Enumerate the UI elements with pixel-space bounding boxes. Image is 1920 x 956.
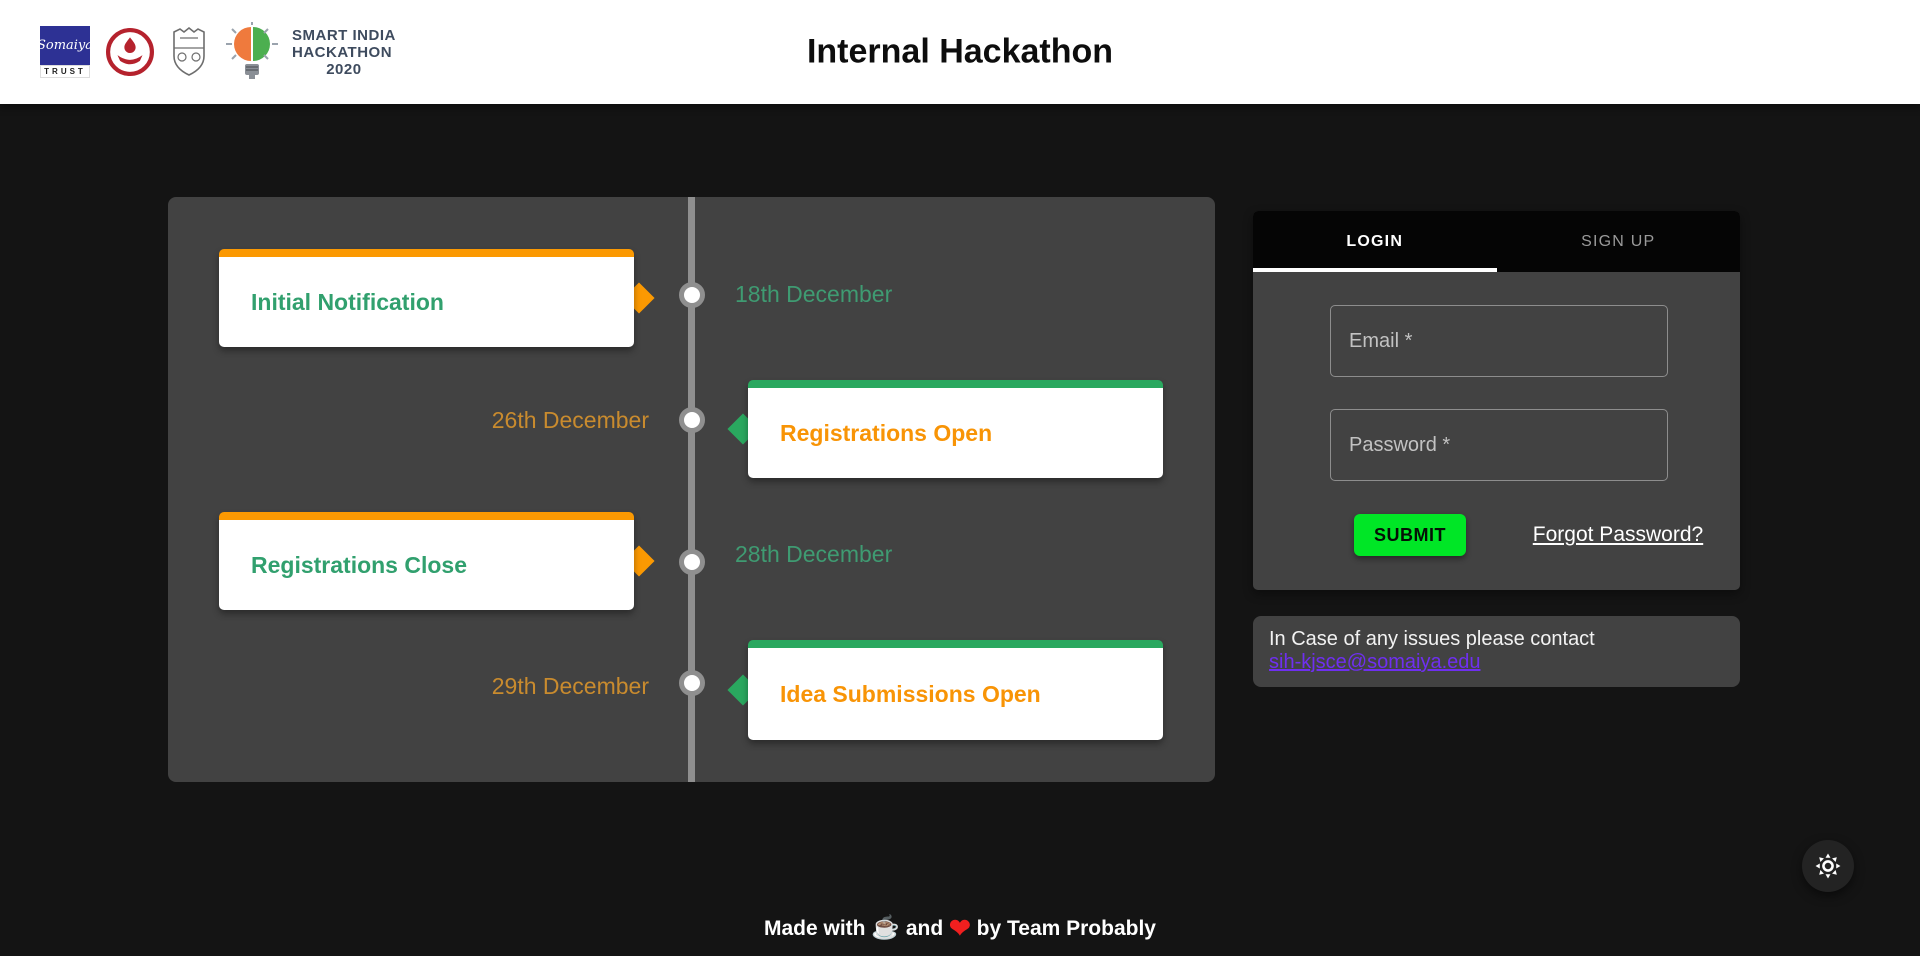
timeline-card-idea-submissions-open: Idea Submissions Open [748, 640, 1163, 740]
timeline-event-date: 18th December [735, 281, 893, 307]
active-tab-indicator [1253, 268, 1497, 272]
email-field[interactable] [1330, 305, 1668, 377]
password-field[interactable] [1330, 409, 1668, 481]
heart-icon: ❤ [949, 913, 971, 943]
timeline-line [688, 197, 695, 782]
contact-text: In Case of any issues please contact [1269, 628, 1595, 650]
sih-line2: HACKATHON [292, 43, 393, 61]
smart-india-hackathon-logo: SMART INDIA HACKATHON 2020 [224, 21, 396, 83]
timeline-panel: Initial Notification 18th December Regis… [168, 197, 1215, 782]
timeline-event-title: Registrations Close [251, 551, 467, 578]
timeline-event-title: Initial Notification [251, 288, 444, 315]
page-title: Internal Hackathon [806, 32, 1114, 71]
submit-button[interactable]: SUBMIT [1354, 514, 1466, 556]
auth-tabbar: LOGIN SIGN UP [1253, 211, 1740, 272]
timeline-dot-2 [679, 407, 705, 433]
logo-row: Somaiya TRUST [37, 0, 396, 104]
timeline-dot-4 [679, 670, 705, 696]
header: Somaiya TRUST [0, 0, 1920, 104]
kjsce-emblem-logo [173, 26, 205, 76]
auth-panel: LOGIN SIGN UP SUBMIT Forgot Password? [1253, 211, 1740, 590]
tab-signup[interactable]: SIGN UP [1581, 232, 1656, 250]
timeline-dot-3 [679, 549, 705, 575]
sih-logo-text: SMART INDIA HACKATHON 2020 [292, 27, 396, 78]
footer-team: by Team Probably [976, 917, 1156, 940]
timeline-event-date: 29th December [491, 673, 649, 699]
somaiya-vidyavihar-logo [106, 28, 154, 76]
footer-made-with: Made with [763, 917, 866, 940]
footer-credit: Made with ☕ and ❤ by Team Probably [0, 913, 1920, 944]
timeline-event-title: Idea Submissions Open [780, 680, 1041, 707]
footer-and: and [905, 917, 944, 940]
sih-line1: SMART INDIA [292, 26, 396, 44]
timeline-event-date: 28th December [735, 541, 893, 567]
timeline-card-initial-notification: Initial Notification [219, 249, 634, 347]
somaiya-trust-script: Somaiya [37, 26, 93, 65]
somaiya-trust-logo: Somaiya TRUST [37, 26, 93, 78]
forgot-password-link[interactable]: Forgot Password? [1532, 523, 1704, 546]
somaiya-trust-label: TRUST [40, 65, 90, 78]
timeline-card-registrations-close: Registrations Close [219, 512, 634, 610]
coffee-icon: ☕ [871, 914, 900, 940]
contact-email-link[interactable]: sih-kjsce@somaiya.edu [1269, 651, 1481, 673]
theme-toggle-button[interactable] [1802, 840, 1854, 892]
timeline-event-title: Registrations Open [780, 419, 993, 446]
sih-brain-bulb-icon [226, 22, 278, 79]
tab-login[interactable]: LOGIN [1346, 232, 1404, 250]
sih-year: 2020 [326, 60, 362, 78]
timeline-event-date: 26th December [491, 407, 649, 433]
timeline-card-registrations-open: Registrations Open [748, 380, 1163, 478]
sun-icon [1815, 853, 1841, 879]
timeline-dot-1 [679, 282, 705, 308]
contact-box: In Case of any issues please contact sih… [1253, 616, 1740, 687]
